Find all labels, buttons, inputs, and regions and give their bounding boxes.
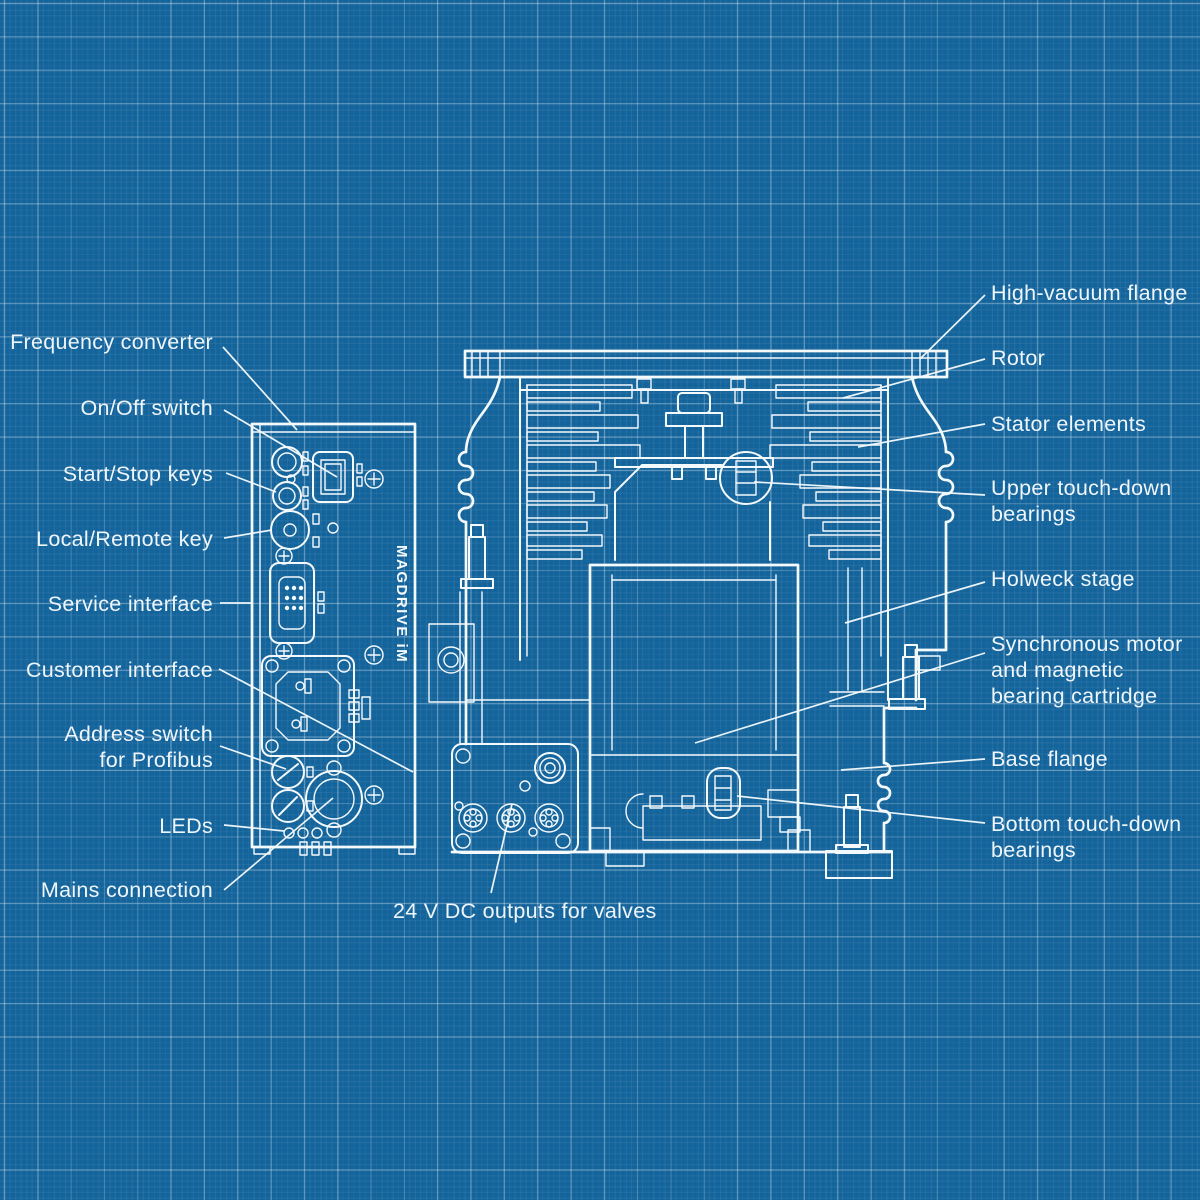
screw-icon: [364, 645, 384, 665]
label-upper-touch-down-bearings: Upper touch-down bearings: [991, 476, 1172, 526]
screw-icon: [364, 469, 384, 489]
label-rotor: Rotor: [991, 346, 1046, 370]
label-frequency-converter: Frequency converter: [10, 330, 213, 354]
label-valve-outputs: 24 V DC outputs for valves: [393, 899, 657, 923]
label-synchronous-motor: Synchronous motor and magnetic bearing c…: [991, 632, 1183, 708]
round-power-connector: [534, 752, 566, 784]
customer-interface-shape: [261, 655, 371, 757]
terminal-strip: [348, 689, 371, 723]
label-leds: LEDs: [159, 814, 213, 838]
label-address-switch-profibus: Address switch for Profibus: [64, 722, 213, 772]
valve-output-connectors: [454, 780, 564, 837]
right-foot: [825, 850, 893, 879]
label-high-vacuum-flange: High-vacuum flange: [991, 281, 1188, 305]
valve-output-box: [451, 743, 579, 854]
label-local-remote-key: Local/Remote key: [36, 527, 213, 551]
mains-connection-shape: [305, 760, 363, 838]
service-interface-shape: [269, 562, 325, 644]
motor-inner: [589, 574, 799, 756]
on-off-switch-shape: [312, 451, 363, 503]
screw-icon: [275, 547, 293, 565]
label-customer-interface: Customer interface: [25, 658, 213, 682]
base-assembly: [589, 789, 811, 867]
label-stator-elements: Stator elements: [991, 412, 1147, 436]
left-side-bolt: [460, 524, 494, 589]
local-remote-key-shape: [270, 510, 339, 550]
label-service-interface: Service interface: [47, 592, 213, 616]
stator-rotor-stack-right: [769, 384, 882, 560]
holweck-stage-shape: [829, 567, 885, 707]
label-on-off-switch: On/Off switch: [80, 396, 213, 420]
rotor-bell: [614, 464, 771, 561]
label-mains-connection: Mains connection: [40, 878, 213, 902]
flange-screws: [636, 378, 746, 404]
rotor-shaft: [614, 392, 774, 480]
left-outer-wall: [457, 375, 502, 746]
high-vacuum-flange-shape: [463, 349, 949, 379]
support-column: [428, 591, 591, 745]
bottom-touch-down-bearing-shape: [706, 767, 741, 819]
right-lower-wall: [876, 706, 918, 853]
start-stop-keys-shape: [271, 446, 309, 511]
device-marking-text: MAGDRIVE iM: [393, 545, 410, 663]
upper-touch-down-bearing-shape: [719, 451, 773, 505]
screw-icon: [275, 642, 293, 660]
screw-icon: [364, 785, 384, 805]
label-base-flange: Base flange: [991, 747, 1108, 771]
right-outer-wall: [910, 375, 955, 702]
pump-body: [428, 349, 955, 879]
label-start-stop-keys: Start/Stop keys: [62, 462, 213, 486]
right-lower-bolt: [835, 794, 869, 854]
leds-shape: [283, 827, 332, 856]
label-holweck-stage: Holweck stage: [991, 567, 1135, 591]
stator-rotor-stack-left: [526, 384, 641, 560]
label-bottom-touch-down-bearings: Bottom touch-down bearings: [991, 812, 1182, 862]
frequency-converter-box: MAGDRIVE iM: [250, 422, 417, 856]
address-switch-shape: [271, 755, 314, 823]
corner-screws: [455, 748, 571, 849]
flange-hatch: [471, 350, 937, 378]
